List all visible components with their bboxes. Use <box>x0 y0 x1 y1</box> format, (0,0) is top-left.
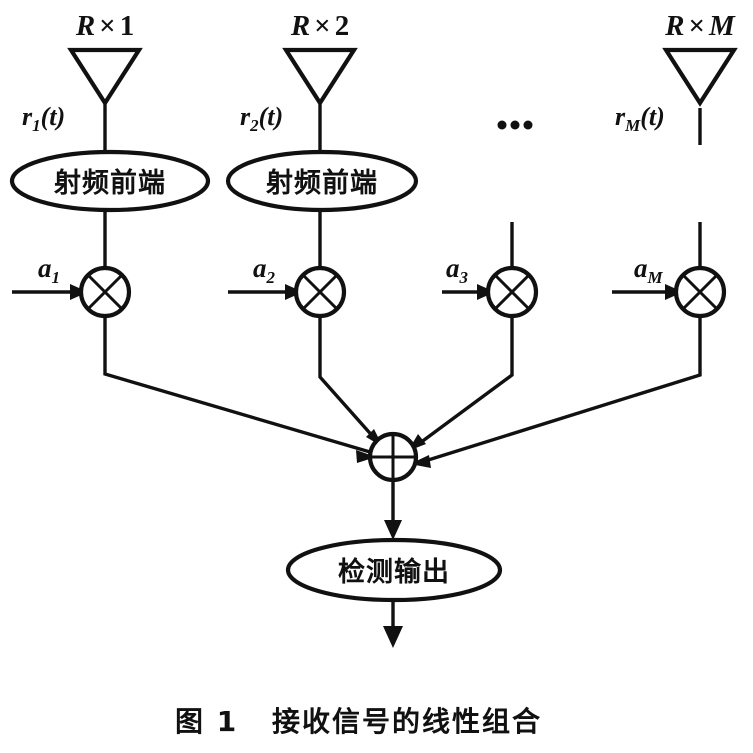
antenna-label-2: R×2 <box>290 10 349 42</box>
branch-m-group: R×M rM(t) aM <box>410 10 738 468</box>
multiplier-1-cross-b <box>86 273 124 311</box>
wire-mult-to-summer-1 <box>103 316 371 454</box>
signal-label-m: rM(t) <box>615 102 665 135</box>
ellipsis-dot-2 <box>510 120 520 130</box>
antenna-icon-1 <box>67 47 143 107</box>
antenna-icon-m <box>662 47 738 107</box>
coefficient-label-m: aM <box>634 253 664 287</box>
caption-group: 图 1 接收信号的线性组合 <box>175 705 542 738</box>
wire-mult-to-summer-3 <box>418 316 514 445</box>
multiplier-3-cross-b <box>493 273 531 311</box>
ellipsis-group: ... <box>497 120 533 130</box>
arrowhead-summer-in-1 <box>356 450 376 463</box>
branch-1-group: R×1 r1(t) 射频前端 a1 <box>9 10 376 463</box>
arrowhead-final-output <box>383 626 403 648</box>
branch-2-group: R×2 r2(t) 射频前端 a2 <box>225 10 419 447</box>
coefficient-label-2: a2 <box>253 253 276 287</box>
rf-frontend-block-1 <box>9 149 211 213</box>
signal-label-2: r2(t) <box>240 102 283 135</box>
rf-frontend-block-2 <box>225 149 419 213</box>
rf-frontend-label-2: 射频前端 <box>265 167 378 199</box>
antenna-label-m: R×M <box>664 10 736 42</box>
antenna-icon-2 <box>282 47 358 107</box>
ellipsis-dot-3 <box>523 120 533 130</box>
ellipsis-dot-1 <box>497 120 507 130</box>
multiplier-m-cross-b <box>681 273 719 311</box>
rf-frontend-label-1: 射频前端 <box>53 167 166 199</box>
detection-output-label: 检测输出 <box>338 556 450 588</box>
antenna-label-1: R×1 <box>75 10 134 42</box>
multiplier-2-cross-b <box>301 273 339 311</box>
wire-mult-to-summer-m <box>424 316 702 463</box>
caption-text: 接收信号的线性组合 <box>272 705 542 738</box>
coefficient-label-3: a3 <box>446 253 469 287</box>
summer-group: ⊕ <box>367 431 419 483</box>
branch-3-group: a3 <box>408 222 539 451</box>
arrowhead-output-block-in <box>384 520 402 540</box>
output-path-group: 检测输出 <box>285 480 503 648</box>
wire-mult-to-summer-2 <box>318 316 378 442</box>
coefficient-label-1: a1 <box>38 253 60 287</box>
signal-label-1: r1(t) <box>22 102 65 135</box>
caption-number: 图 1 <box>175 705 238 738</box>
